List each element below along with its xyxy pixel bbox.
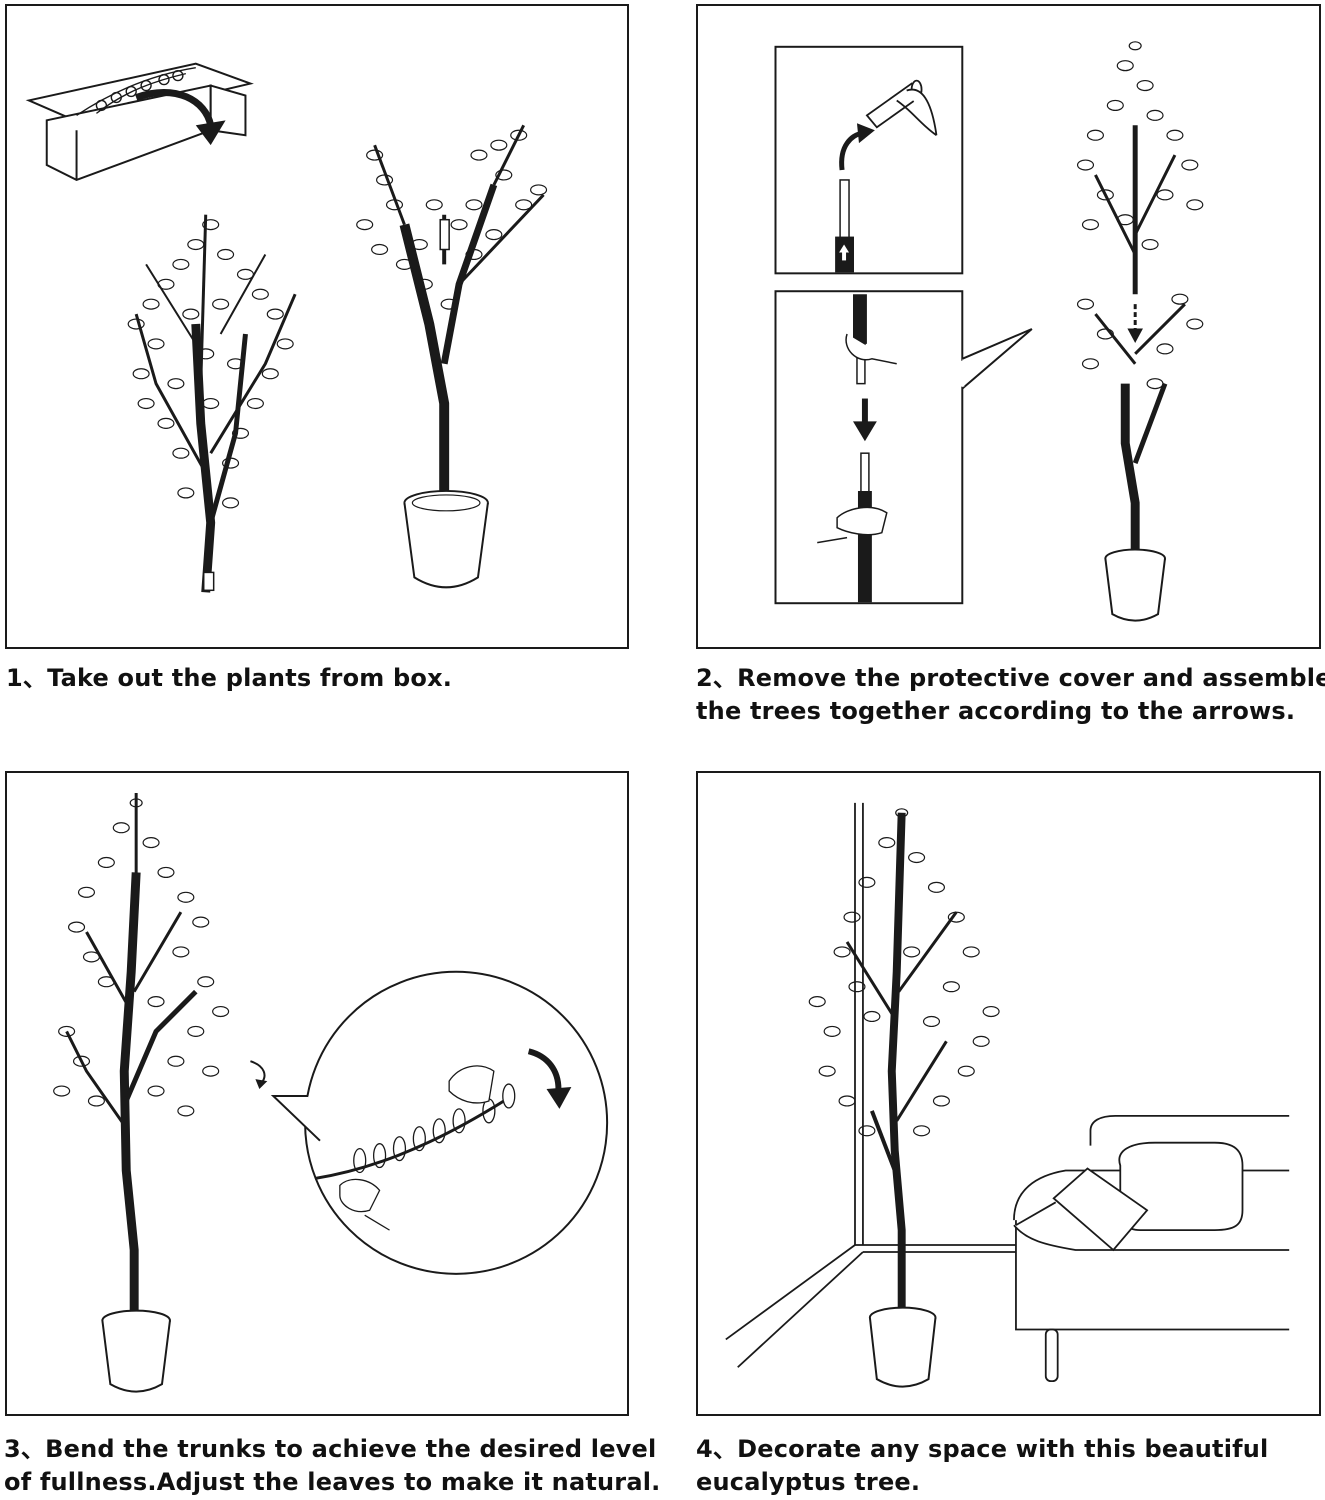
inset-assemble xyxy=(774,290,964,605)
curved-arrow-icon xyxy=(527,1048,562,1090)
sofa xyxy=(1013,1114,1290,1383)
step-2-illustration xyxy=(774,41,1204,622)
magnified-detail-bubble xyxy=(270,970,609,1275)
step-2-panel xyxy=(696,4,1321,649)
step-4-caption-line-2: eucalyptus tree. xyxy=(696,1468,921,1496)
step-3-caption-line-1: 3、Bend the trunks to achieve the desired… xyxy=(4,1435,657,1463)
step-2-caption-line-1: 2、Remove the protective cover and assemb… xyxy=(696,664,1325,692)
step-3-caption: 3、Bend the trunks to achieve the desired… xyxy=(4,1433,661,1499)
step-4-illustration xyxy=(725,802,1290,1388)
step-3-caption-line-2: of fullness.Adjust the leaves to make it… xyxy=(4,1468,661,1496)
curved-arrow-icon xyxy=(135,89,215,127)
step-2-caption: 2、Remove the protective cover and assemb… xyxy=(696,662,1325,728)
decorated-tree xyxy=(808,808,1000,1315)
step-1-illustration xyxy=(25,62,548,593)
step-3-illustration xyxy=(53,792,609,1393)
step-4-caption: 4、Decorate any space with this beautiful… xyxy=(696,1433,1268,1499)
step-1-caption: 1、Take out the plants from box. xyxy=(6,662,452,695)
step-3-panel xyxy=(5,771,629,1416)
down-arrow-icon xyxy=(853,421,877,442)
flower-pot xyxy=(1104,548,1166,622)
protective-cover xyxy=(865,79,938,136)
step-2-caption-line-2: the trees together according to the arro… xyxy=(696,697,1296,725)
flower-pot xyxy=(101,1309,171,1393)
flower-pot xyxy=(403,489,489,589)
box-foliage xyxy=(76,66,196,116)
room-lines xyxy=(725,802,1026,1368)
step-1-panel xyxy=(5,4,629,649)
assembled-tree xyxy=(1076,41,1204,558)
step-1-caption-line-1: 1、Take out the plants from box. xyxy=(6,664,453,692)
flower-pot xyxy=(868,1306,937,1388)
step-4-caption-line-1: 4、Decorate any space with this beautiful xyxy=(696,1435,1269,1463)
step-4-panel xyxy=(696,771,1321,1416)
down-arrow-icon xyxy=(1127,328,1143,343)
loose-tree-top xyxy=(127,214,297,593)
bent-tree xyxy=(53,792,230,1320)
inset-remove-cover xyxy=(774,45,964,275)
potted-tree-base xyxy=(356,124,548,503)
